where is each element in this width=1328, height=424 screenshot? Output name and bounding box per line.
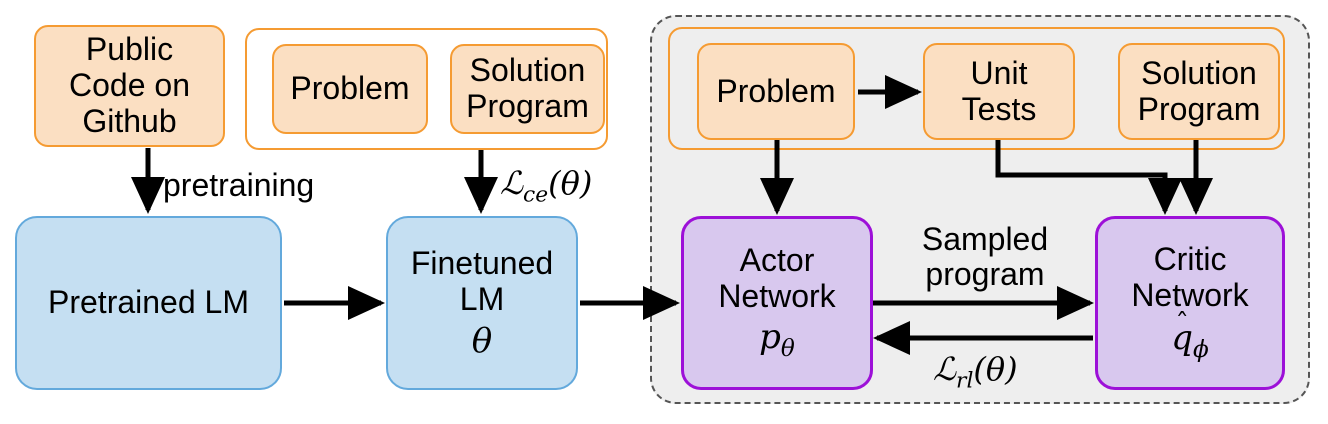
node-public-code-on-github[interactable]: Public Code on Github: [34, 25, 225, 147]
node-line: Critic: [1153, 240, 1227, 277]
node-line: Program: [1137, 90, 1261, 127]
node-unit-tests[interactable]: Unit Tests: [923, 43, 1075, 140]
node-line: Public: [85, 31, 174, 68]
node-line: Problem: [716, 72, 836, 109]
node-symbol-p-theta: pθ: [759, 318, 795, 363]
loss-symbol: ℒ: [500, 164, 524, 202]
node-line: Actor: [739, 241, 815, 278]
node-solution-program-rl[interactable]: Solution Program: [1118, 43, 1280, 140]
node-problem-rl[interactable]: Problem: [697, 43, 855, 140]
node-line: Unit: [970, 54, 1028, 91]
loss-symbol: ℒ: [933, 350, 957, 388]
rl-data-group: [668, 27, 1285, 150]
node-line: Tests: [961, 90, 1037, 127]
loss-argument: (θ): [548, 164, 593, 202]
node-line: LM: [459, 280, 505, 317]
symbol-subscript: θ: [780, 336, 795, 363]
node-symbol-theta: θ: [471, 320, 493, 361]
edge-label-line: Sampled: [921, 221, 1049, 257]
node-actor-network[interactable]: Actor Network pθ: [681, 216, 873, 390]
edge-label-loss-rl: ℒrl(θ): [933, 350, 1018, 394]
node-line: Solution: [469, 52, 586, 89]
node-line: Problem: [290, 70, 410, 107]
node-problem-pretraining[interactable]: Problem: [272, 44, 428, 134]
pretraining-data-group: [245, 28, 608, 150]
loss-subscript: rl: [956, 368, 974, 394]
edge-label-sampled-program: Sampled program: [905, 221, 1065, 293]
loss-subscript: ce: [523, 182, 549, 208]
node-pretrained-lm[interactable]: Pretrained LM: [15, 216, 282, 390]
node-line: Finetuned: [410, 245, 554, 282]
node-line: Solution: [1141, 54, 1257, 91]
node-line: Github: [82, 102, 177, 139]
symbol-base: p: [759, 317, 781, 358]
symbol-base: q: [1171, 318, 1193, 359]
loss-argument: (θ): [973, 350, 1018, 388]
node-line: Network: [718, 277, 836, 314]
edge-label-line: program: [925, 256, 1045, 293]
node-line: Network: [1131, 276, 1249, 313]
node-line: Program: [466, 88, 589, 124]
edge-label-loss-ce: ℒce(θ): [500, 164, 593, 208]
edge-label-pretraining: pretraining: [163, 167, 315, 203]
node-finetuned-lm[interactable]: Finetuned LM θ: [386, 216, 578, 390]
hat-accent: ˆ: [1175, 309, 1189, 341]
node-line: Code on: [69, 67, 190, 104]
symbol-subscript: ϕ: [1193, 337, 1209, 364]
node-solution-program-pretraining[interactable]: Solution Program: [450, 44, 605, 134]
node-line: Pretrained LM: [48, 284, 249, 321]
